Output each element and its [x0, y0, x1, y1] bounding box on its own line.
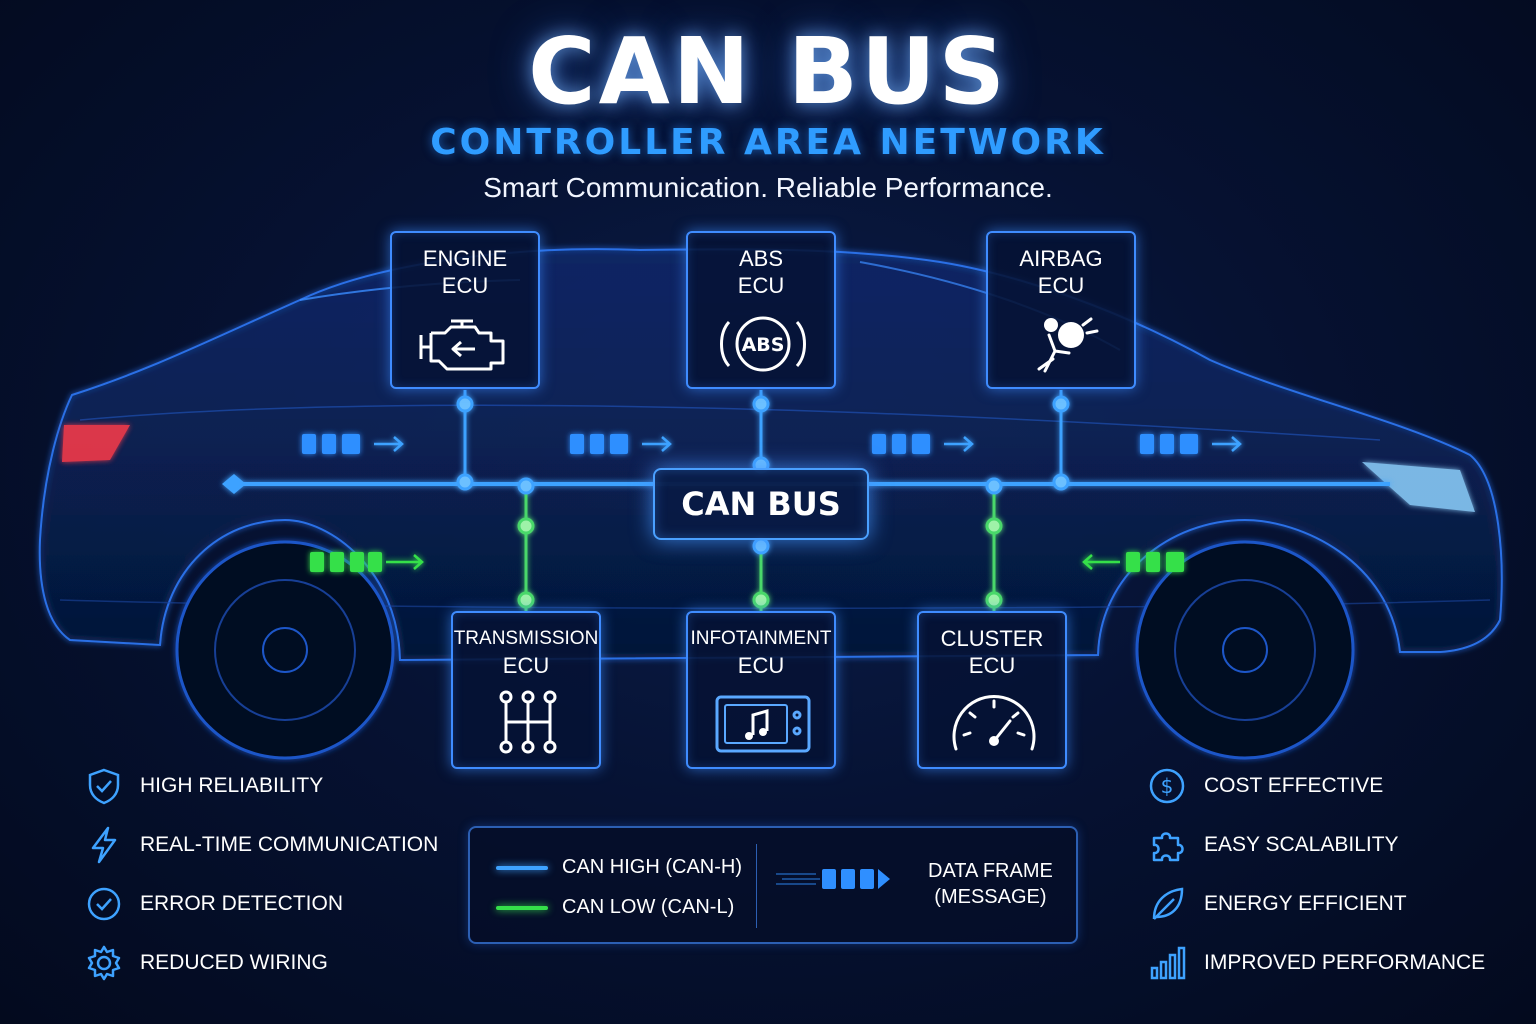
front-wheel [1135, 540, 1355, 760]
page-tagline: Smart Communication. Reliable Performanc… [483, 172, 1053, 203]
gear-icon [87, 945, 121, 981]
cluster-ecu-box: CLUSTER ECU [917, 611, 1067, 769]
feature-label: REDUCED WIRING [140, 951, 328, 974]
feature-label: EASY SCALABILITY [1204, 833, 1399, 856]
lightning-icon [91, 826, 117, 864]
speedometer-icon [952, 695, 1036, 751]
check-circle-icon [87, 887, 121, 921]
feature-high-reliability: HIGH RELIABILITY [86, 766, 323, 806]
can-high-legend-label: CAN HIGH (CAN-H) [562, 856, 742, 878]
feature-label: ENERGY EFFICIENT [1204, 892, 1407, 915]
feature-label: IMPROVED PERFORMANCE [1204, 951, 1486, 974]
bar-chart-icon [1150, 946, 1186, 980]
can-low-legend-swatch [496, 906, 548, 910]
data-frame-arrows-high [302, 434, 1242, 454]
dollar-circle-icon: $ [1149, 768, 1185, 804]
engine-ecu-name: ENGINE [422, 246, 508, 271]
data-frame-line2: (MESSAGE) [934, 886, 1047, 908]
abs-icon: ABS [720, 316, 806, 372]
rear-wheel [175, 540, 395, 760]
can-low-legend-label: CAN LOW (CAN-L) [562, 896, 735, 918]
engine-ecu-sub: ECU [441, 273, 489, 298]
infotainment-ecu-sub: ECU [737, 653, 785, 678]
gear-shift-icon [499, 690, 557, 754]
feature-reduced-wiring: REDUCED WIRING [86, 943, 328, 983]
music-screen-icon [715, 695, 811, 753]
feature-real-time-communication: REAL-TIME COMMUNICATION [86, 825, 438, 865]
feature-error-detection: ERROR DETECTION [86, 884, 343, 924]
transmission-ecu-name: TRANSMISSION [453, 628, 599, 649]
can-bus-label: CAN BUS [653, 468, 869, 540]
legend-divider [756, 844, 757, 928]
leaf-icon [1152, 887, 1184, 920]
feature-energy-efficient: ENERGY EFFICIENT [1148, 884, 1407, 924]
page-subtitle: CONTROLLER AREA NETWORK [430, 122, 1106, 163]
data-frame-arrows-low [310, 552, 1184, 572]
abs-icon-text: ABS [742, 334, 785, 356]
feature-label: REAL-TIME COMMUNICATION [140, 833, 439, 856]
abs-ecu-name: ABS [738, 246, 784, 271]
data-frame-legend-label: DATA FRAME (MESSAGE) [928, 858, 1053, 910]
feature-label: COST EFFECTIVE [1204, 774, 1384, 797]
cluster-ecu-name: CLUSTER [940, 626, 1044, 651]
svg-text:$: $ [1161, 774, 1174, 798]
abs-ecu-sub: ECU [737, 273, 785, 298]
feature-label: HIGH RELIABILITY [140, 774, 324, 797]
airbag-ecu-name: AIRBAG [1019, 246, 1103, 271]
airbag-icon [1037, 317, 1099, 373]
engine-check-icon [419, 319, 505, 371]
shield-check-icon [88, 768, 120, 805]
feature-label: ERROR DETECTION [140, 892, 344, 915]
airbag-ecu-box: AIRBAG ECU [986, 231, 1136, 389]
infotainment-ecu-name: INFOTAINMENT [690, 628, 832, 649]
feature-easy-scalability: EASY SCALABILITY [1148, 825, 1399, 865]
data-frame-line1: DATA FRAME [928, 860, 1053, 882]
abs-ecu-box: ABS ECU ABS [686, 231, 836, 389]
feature-cost-effective: $ COST EFFECTIVE [1148, 766, 1383, 806]
page-title: CAN BUS [528, 18, 1008, 125]
transmission-ecu-sub: ECU [502, 653, 550, 678]
cluster-ecu-sub: ECU [968, 653, 1016, 678]
transmission-ecu-box: TRANSMISSION ECU [451, 611, 601, 769]
infotainment-ecu-box: INFOTAINMENT ECU [686, 611, 836, 769]
bottom-ecu-connectors [517, 477, 1003, 612]
engine-ecu-box: ENGINE ECU [390, 231, 540, 389]
top-ecu-connectors [456, 390, 1070, 491]
can-high-legend-swatch [496, 866, 548, 870]
feature-improved-performance: IMPROVED PERFORMANCE [1148, 943, 1485, 983]
data-frame-legend-icon [776, 869, 890, 889]
legend-box: CAN HIGH (CAN-H) CAN LOW (CAN-L) DATA FR… [468, 826, 1078, 944]
puzzle-icon [1152, 832, 1184, 862]
airbag-ecu-sub: ECU [1037, 273, 1085, 298]
